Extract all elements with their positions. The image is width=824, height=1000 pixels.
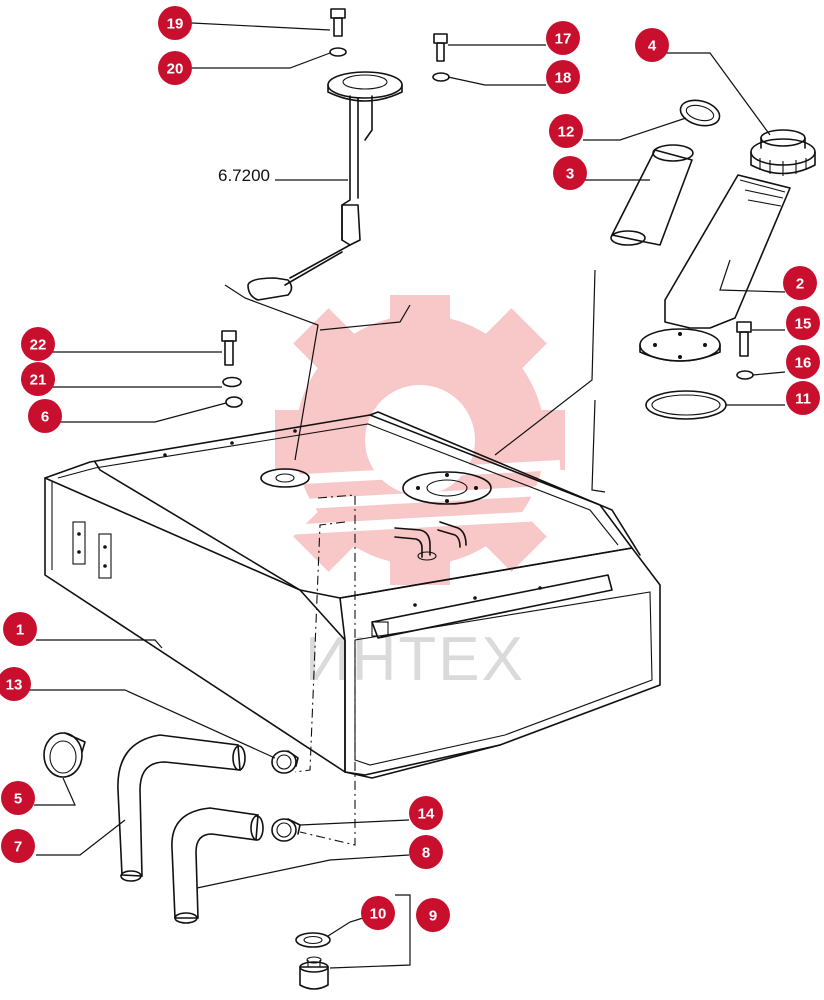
callout-badge-label: 2 <box>796 276 804 293</box>
washer-16 <box>736 370 754 380</box>
callout-badge-circle <box>21 327 55 361</box>
callout-badge-circle <box>0 667 31 701</box>
drain-plug-washer <box>295 932 331 948</box>
callout-badge-18: 18 <box>546 60 580 94</box>
callout-badge-circle <box>553 156 587 190</box>
callout-badge-circle <box>786 381 820 415</box>
callout-badge-label: 17 <box>555 31 572 48</box>
callout-badge-circle <box>786 306 820 340</box>
callout-badge-circle <box>416 898 450 932</box>
callout-badge-4: 4 <box>635 28 669 62</box>
filler-neck <box>639 174 791 362</box>
callout-badge-5: 5 <box>1 781 35 815</box>
callout-badge-circle <box>361 896 395 930</box>
callout-badge-22: 22 <box>21 327 55 361</box>
callout-badge-12: 12 <box>549 114 583 148</box>
callout-badge-13: 13 <box>0 667 31 701</box>
hose-clamp-13 <box>271 750 299 774</box>
callout-badge-circle <box>783 266 817 300</box>
callout-badge-label: 18 <box>555 70 572 87</box>
washer-18 <box>432 72 450 82</box>
callout-badge-label: 12 <box>558 124 575 141</box>
callout-badge-label: 19 <box>167 16 184 33</box>
callout-badge-circle <box>3 612 37 646</box>
callout-badge-label: 13 <box>6 677 23 694</box>
callout-badge-label: 7 <box>14 839 22 856</box>
callout-badge-circle <box>786 345 820 379</box>
sender-reference-label: 6.7200 <box>218 166 270 185</box>
callout-badge-8: 8 <box>409 835 443 869</box>
callout-badge-2: 2 <box>783 266 817 300</box>
washer-20 <box>329 47 347 57</box>
callout-badge-label: 20 <box>167 61 184 78</box>
callout-badge-label: 3 <box>566 166 574 183</box>
callout-badge-circle <box>1 781 35 815</box>
gear-watermark-icon <box>275 295 565 585</box>
callout-badge-15: 15 <box>786 306 820 340</box>
callout-badge-circle <box>549 114 583 148</box>
bolt-17 <box>433 33 448 62</box>
callout-badge-16: 16 <box>786 345 820 379</box>
callout-badge-label: 4 <box>648 38 657 55</box>
washer-21 <box>222 376 242 388</box>
watermark-logo <box>275 295 565 585</box>
bolt-15 <box>736 321 752 357</box>
callout-badge-label: 11 <box>795 391 811 408</box>
fuel-hose-8 <box>171 807 264 924</box>
bolt-22 <box>221 330 237 366</box>
watermark-text: ИНТЕХ <box>305 625 525 694</box>
callout-badge-circle <box>635 28 669 62</box>
callout-badge-circle <box>409 796 443 830</box>
callout-badge-1: 1 <box>3 612 37 646</box>
callout-badge-label: 8 <box>422 845 430 862</box>
fuel-tank-body <box>44 411 661 779</box>
filler-cap <box>750 129 816 176</box>
callout-badge-label: 9 <box>429 908 437 925</box>
filler-strainer <box>610 144 694 246</box>
callout-badge-21: 21 <box>21 362 55 396</box>
callout-badge-circle <box>1 829 35 863</box>
callout-badge-14: 14 <box>409 796 443 830</box>
callout-badge-circle <box>546 21 580 55</box>
filler-gasket <box>679 99 721 127</box>
callout-badge-circle <box>409 835 443 869</box>
callout-badge-10: 10 <box>361 896 395 930</box>
callout-badge-label: 14 <box>418 806 435 823</box>
callout-badge-label: 6 <box>41 409 49 426</box>
callout-badge-label: 5 <box>14 791 22 808</box>
fuel-level-sender <box>247 71 403 301</box>
callout-badge-circle <box>546 60 580 94</box>
callout-badge-20: 20 <box>158 51 192 85</box>
callout-badge-9: 9 <box>416 898 450 932</box>
callout-badge-label: 15 <box>795 316 812 333</box>
callout-badge-19: 19 <box>158 6 192 40</box>
callout-badge-label: 1 <box>16 622 24 639</box>
fuel-hose-7 <box>117 734 246 882</box>
callout-badge-6: 6 <box>28 399 62 433</box>
callout-badge-circle <box>158 6 192 40</box>
neck-flange-gasket <box>645 390 727 420</box>
hose-clamp-5 <box>43 732 86 778</box>
callout-badge-label: 10 <box>370 906 387 923</box>
callout-badge-label: 16 <box>795 355 812 372</box>
callout-badge-3: 3 <box>553 156 587 190</box>
callout-badge-circle <box>28 399 62 433</box>
leader-lines <box>28 22 786 969</box>
callout-badge-circle <box>158 51 192 85</box>
lock-washer-6 <box>225 396 243 408</box>
callout-badge-17: 17 <box>546 21 580 55</box>
bolt-19 <box>330 8 346 37</box>
callout-badges: 19 20 17 18 4 12 3 2 15 16 11 22 21 6 1 13 5 7 14 8 10 9 <box>0 6 820 932</box>
drain-plug <box>299 956 329 990</box>
callout-badge-circle <box>21 362 55 396</box>
callout-badge-11: 11 <box>786 381 820 415</box>
hose-clamp-14 <box>271 818 301 842</box>
callout-badge-label: 21 <box>30 372 47 389</box>
callout-badge-7: 7 <box>1 829 35 863</box>
callout-badge-label: 22 <box>30 337 47 354</box>
